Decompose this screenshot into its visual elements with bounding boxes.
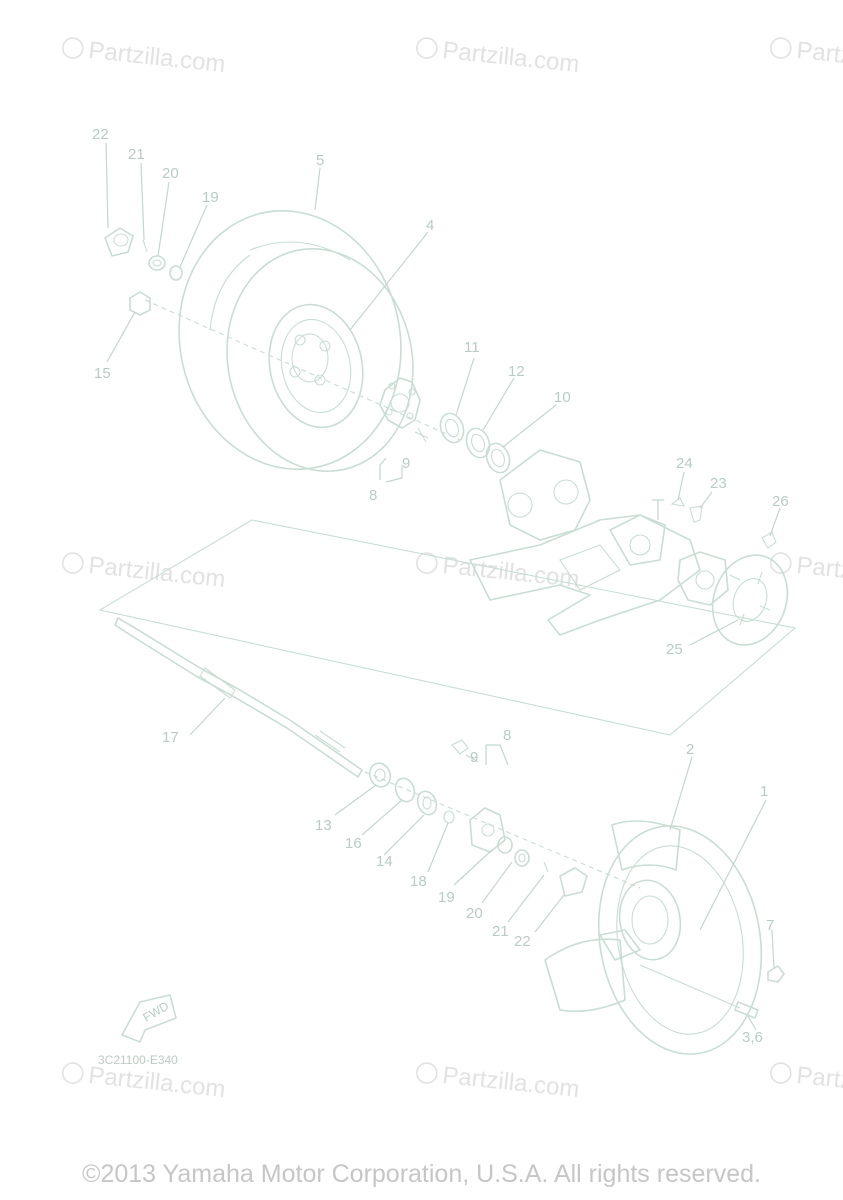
callout-numbers: 22 21 20 19 5 4 15 11 12 10 9 8 24 23 26… — [92, 126, 789, 1046]
watermark-text: Partzilla.com — [441, 1062, 580, 1103]
callout-8-top: 8 — [369, 487, 377, 504]
leader-lines — [105, 142, 781, 1031]
callout-10: 10 — [554, 389, 571, 406]
callout-21-top: 21 — [128, 146, 145, 163]
callout-9-bottom: 9 — [470, 749, 478, 766]
diagram-code: 3C21100-E340 — [98, 1053, 178, 1067]
callout-9-top: 9 — [402, 455, 410, 472]
callout-26: 26 — [772, 493, 789, 510]
callout-2: 2 — [686, 741, 694, 758]
callout-1: 1 — [760, 783, 768, 800]
callout-3-6: 3,6 — [742, 1029, 763, 1046]
upper-bearings — [439, 412, 511, 474]
callout-18: 18 — [410, 873, 427, 890]
callout-19-top: 19 — [202, 189, 219, 206]
rear-axle — [114, 617, 641, 889]
callout-24: 24 — [676, 455, 693, 472]
callout-8-bottom: 8 — [503, 727, 511, 744]
upper-wheel — [178, 210, 414, 473]
callout-20-top: 20 — [162, 165, 179, 182]
upper-small-parts — [104, 227, 461, 441]
callout-19-bottom: 19 — [438, 889, 455, 906]
watermark-text: Partzilla.com — [441, 552, 580, 593]
callout-22-top: 22 — [92, 126, 109, 143]
callout-13: 13 — [315, 817, 332, 834]
watermark-text: Partzilla.com — [795, 552, 843, 593]
lower-small-parts — [368, 739, 588, 897]
callout-23: 23 — [710, 475, 727, 492]
fwd-arrow-icon: FWD — [121, 994, 177, 1043]
knuckle-assembly — [469, 449, 777, 636]
watermark-text: Partzilla.com — [87, 1062, 226, 1103]
callout-5: 5 — [316, 152, 324, 169]
callout-16: 16 — [345, 835, 362, 852]
brake-disc — [711, 554, 789, 646]
callout-14: 14 — [376, 853, 393, 870]
lower-wheel — [544, 820, 785, 1055]
callout-22-bottom: 22 — [514, 933, 531, 950]
axle-frame — [98, 519, 797, 736]
callout-25: 25 — [666, 641, 683, 658]
watermark-text: Partzilla.com — [441, 37, 580, 78]
watermark-text: Partzilla.com — [795, 37, 843, 78]
callout-11: 11 — [464, 339, 480, 356]
callout-7: 7 — [766, 917, 774, 934]
callout-12: 12 — [508, 363, 525, 380]
callout-15: 15 — [94, 365, 111, 382]
callout-17: 17 — [162, 729, 179, 746]
upper-hub — [379, 377, 429, 443]
copyright-notice: ©2013 Yamaha Motor Corporation, U.S.A. A… — [82, 1160, 761, 1188]
callout-4: 4 — [426, 217, 434, 234]
watermark-text: Partzilla.com — [87, 37, 226, 78]
watermark-text: Partzilla.com — [795, 1062, 843, 1103]
watermark-text: Partzilla.com — [87, 552, 226, 593]
callout-20-bottom: 20 — [466, 905, 483, 922]
callout-21-bottom: 21 — [492, 923, 509, 940]
